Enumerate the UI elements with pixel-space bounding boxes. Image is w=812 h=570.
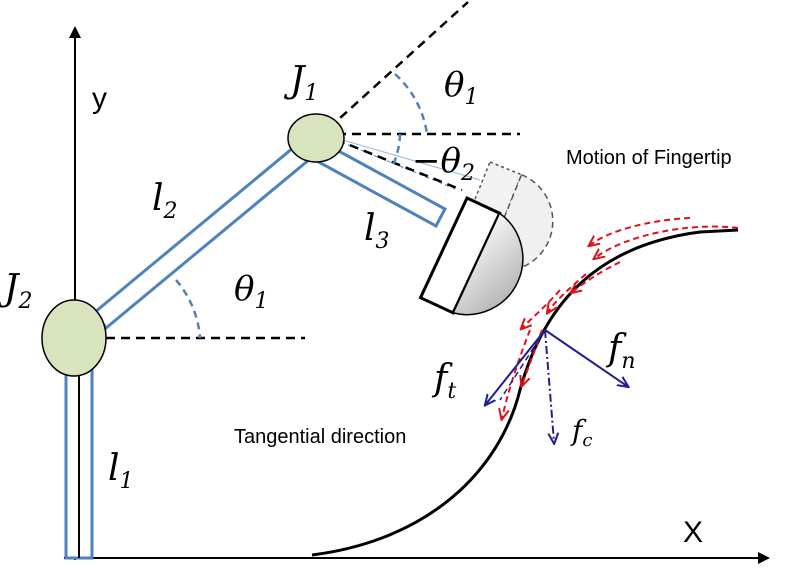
theta1-bottom-label: θ1	[234, 269, 268, 314]
j1-link3-direction	[321, 132, 463, 192]
ft-label: ft	[431, 358, 456, 404]
motion-label: Motion of Fingertip	[566, 147, 732, 169]
tip-guide-2	[321, 133, 481, 181]
link-l2-label: l2	[152, 178, 178, 224]
object-surface	[311, 228, 739, 557]
joint-j1	[287, 113, 345, 163]
theta1-top-arc	[394, 73, 429, 135]
fc-arrow	[544, 329, 554, 442]
tangent-line	[499, 329, 546, 401]
fc-label: fc	[570, 414, 592, 451]
force-arrows	[486, 329, 627, 442]
fingertip	[418, 196, 524, 316]
theta1-top-label: θ1	[444, 65, 478, 110]
link-l1-label: l1	[108, 448, 134, 494]
fn-label: fn	[605, 328, 636, 374]
theta2-label: −θ2	[412, 141, 475, 186]
joint-j2	[41, 299, 107, 377]
joint-j1-label: J1	[283, 60, 318, 106]
link-l3-label: l3	[364, 208, 390, 254]
theta1-bottom-arc	[175, 279, 202, 339]
joint-j2-label: J2	[0, 268, 32, 314]
j1-extension-line	[317, 1, 469, 139]
link-l2	[92, 135, 319, 331]
x-axis-label: X	[683, 516, 703, 549]
ft-arrow	[486, 329, 546, 404]
y-axis-label: y	[92, 82, 107, 115]
theta2-arc	[390, 133, 402, 168]
fn-arrow	[544, 329, 627, 386]
tangential-label: Tangential direction	[234, 426, 406, 448]
